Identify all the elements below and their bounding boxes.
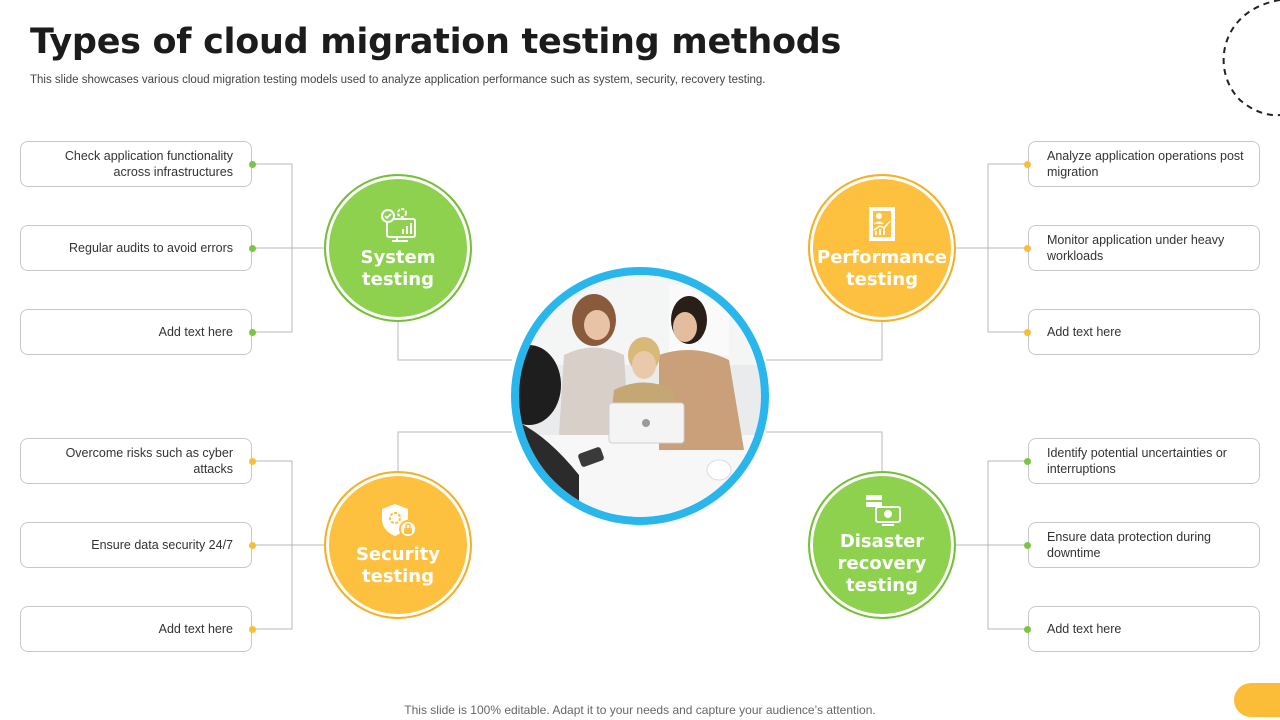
dashed-arc-decoration xyxy=(1222,0,1280,117)
page-subtitle: This slide showcases various cloud migra… xyxy=(30,74,766,86)
system-item-3: Add text here xyxy=(20,309,252,355)
disaster-item-2: Ensure data protection during downtime xyxy=(1028,522,1260,568)
connector-dot xyxy=(1024,458,1031,465)
system-item-1: Check application functionality across i… xyxy=(20,141,252,187)
security-item-1: Overcome risks such as cyber attacks xyxy=(20,438,252,484)
connector-performance-photo xyxy=(766,322,883,361)
security-item-2: Ensure data security 24/7 xyxy=(20,522,252,568)
connector-security-photo xyxy=(397,431,512,472)
performance-testing-circle: Performance testing xyxy=(808,174,956,322)
connector-dot xyxy=(249,626,256,633)
connector-disaster-photo xyxy=(766,431,883,472)
disaster-item-3: Add text here xyxy=(1028,606,1260,652)
system-testing-circle: System testing xyxy=(324,174,472,322)
connector-dot xyxy=(1024,161,1031,168)
performance-item-3: Add text here xyxy=(1028,309,1260,355)
shield-lock-icon xyxy=(382,504,417,538)
page-title: Types of cloud migration testing methods xyxy=(30,22,841,62)
connector-dot xyxy=(1024,542,1031,549)
connector-dot xyxy=(249,542,256,549)
connector-system-photo xyxy=(397,322,512,361)
monitor-gear-icon xyxy=(381,208,416,242)
performance-item-1: Analyze application operations post migr… xyxy=(1028,141,1260,187)
security-item-3: Add text here xyxy=(20,606,252,652)
performance-testing-label: Performance testing xyxy=(817,247,947,290)
corner-decoration xyxy=(1234,683,1280,717)
disaster-recovery-testing-label: Disaster recovery testing xyxy=(837,531,927,596)
connector-dot xyxy=(249,329,256,336)
security-testing-label: Security testing xyxy=(355,544,441,587)
connector-dot xyxy=(249,458,256,465)
connector-dot xyxy=(249,245,256,252)
connector-dot xyxy=(249,161,256,168)
disaster-recovery-testing-circle: Disaster recovery testing xyxy=(808,471,956,619)
connector-dot xyxy=(1024,329,1031,336)
system-testing-label: System testing xyxy=(360,247,436,290)
security-testing-circle: Security testing xyxy=(324,471,472,619)
team-photo xyxy=(511,267,769,525)
team-photo-illustration xyxy=(519,275,761,517)
footer-note: This slide is 100% editable. Adapt it to… xyxy=(404,703,876,717)
connector-dot xyxy=(1024,626,1031,633)
server-monitor-icon xyxy=(866,495,901,526)
connector-dot xyxy=(1024,245,1031,252)
performance-item-2: Monitor application under heavy workload… xyxy=(1028,225,1260,271)
system-item-2: Regular audits to avoid errors xyxy=(20,225,252,271)
disaster-item-1: Identify potential uncertainties or inte… xyxy=(1028,438,1260,484)
report-chart-icon xyxy=(869,207,895,241)
